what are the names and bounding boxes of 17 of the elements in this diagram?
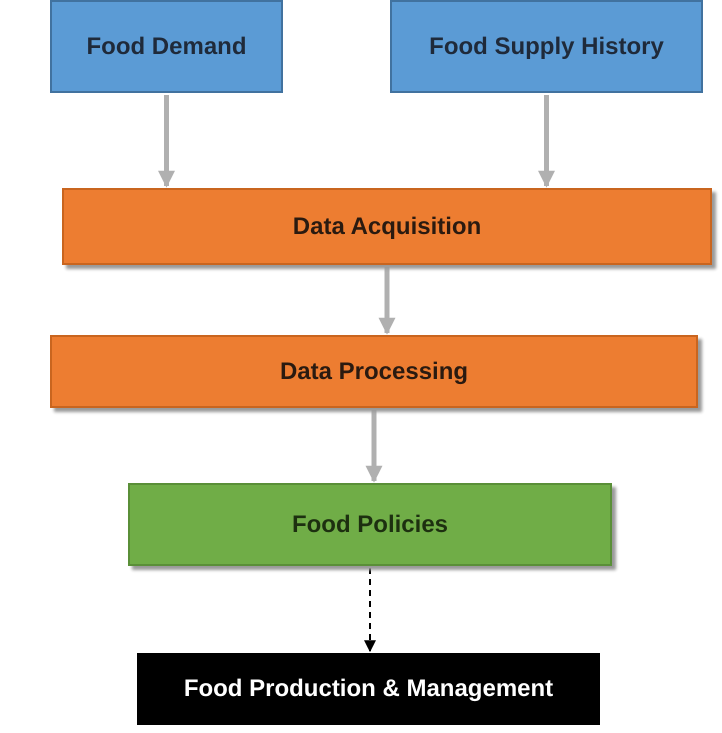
arrow xyxy=(378,267,396,335)
arrow xyxy=(158,95,175,188)
input-box xyxy=(390,0,703,93)
process-box xyxy=(62,188,712,265)
arrow xyxy=(538,95,555,188)
arrow xyxy=(364,568,376,652)
process-box xyxy=(50,335,698,408)
box-label: Food Demand xyxy=(86,32,246,60)
box-label: Food Policies xyxy=(292,510,448,538)
input-box xyxy=(50,0,283,93)
output-box xyxy=(137,653,600,725)
box-label: Data Acquisition xyxy=(292,212,482,240)
policy-box xyxy=(128,483,612,566)
box-label: Food Production & Management xyxy=(184,675,554,703)
box-label: Data Processing xyxy=(280,358,468,386)
box-label: Food Supply History xyxy=(429,32,664,60)
arrow xyxy=(366,410,382,483)
